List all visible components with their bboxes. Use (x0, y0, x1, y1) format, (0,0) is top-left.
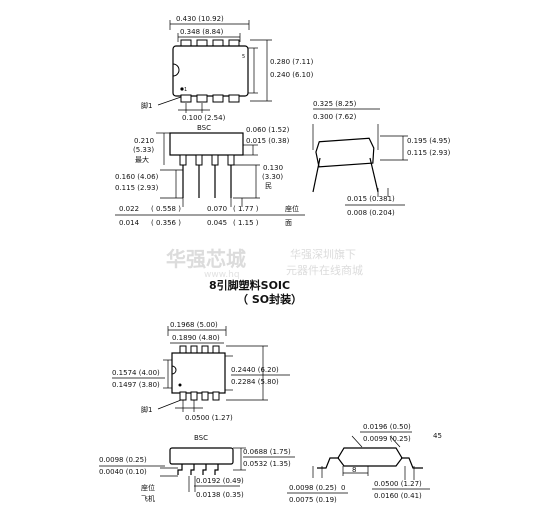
soic-end-b1: 0.0098 (0.25) (289, 484, 337, 492)
soic-end-b1-suffix: 0 (341, 484, 345, 492)
package-subtitle: （ SO封装） (237, 292, 302, 306)
dip-bottom-b3: 0.045 (207, 219, 227, 227)
dip-bottom-b5: 面 (285, 219, 292, 227)
dip-side-r1a: 0.060 (1.52) (246, 126, 290, 134)
dip-bottom-a3: 0.070 (207, 205, 227, 213)
dip-side-r1b: 0.015 (0.38) (246, 137, 290, 145)
dip-end-w2: 0.300 (7.62) (313, 113, 357, 121)
dip-side-r2c: 民 (265, 182, 272, 190)
soic-end-t2: 0.0099 (0.25) (363, 435, 411, 443)
dip-bottom-a2: ( 0.558 ) (151, 205, 181, 213)
soic-left-l1: 0.1574 (4.00) (112, 369, 160, 377)
soic-side-r1: 0.0688 (1.75) (243, 448, 291, 456)
dip-side-r2a: 0.130 (263, 164, 283, 172)
dip-side-r2b: (3.30) (262, 173, 283, 181)
soic-end-view: 0.0196 (0.50) 0.0099 (0.25) 45 8 0.0098 … (287, 423, 442, 504)
svg-text:5: 5 (242, 54, 245, 60)
dip-top-width-inner: 0.348 (8.84) (180, 28, 224, 36)
soic-end-angle: 45 (433, 432, 442, 440)
soic-top-w2: 0.1890 (4.80) (172, 334, 220, 342)
watermark-line2: 元器件在线商城 (286, 263, 363, 277)
soic-end-b2: 0.0075 (0.19) (289, 496, 337, 504)
dip-pitch-bsc: BSC (197, 124, 211, 132)
dip-pitch: 0.100 (2.54) (182, 114, 226, 122)
soic-end-b3: 0.0500 (1.27) (374, 480, 422, 488)
soic-pitch-bsc: BSC (194, 434, 208, 442)
dip-bottom-a5: 座位 (285, 204, 299, 213)
dip-end-b1: 0.015 (0.381) (347, 195, 395, 203)
svg-text:1: 1 (184, 87, 187, 93)
soic-pin1-label: 脚1 (141, 405, 152, 414)
watermark-brand: 华强芯城 (166, 247, 246, 271)
dip-side-h1a: 0.210 (134, 137, 154, 145)
soic-side-lbl1: 座位 (141, 483, 155, 492)
dip-bottom-a1: 0.022 (119, 205, 139, 213)
dip-bottom-b2: ( 0.356 ) (151, 219, 181, 227)
dip-end-b2: 0.008 (0.204) (347, 209, 395, 217)
dip-side-h2a: 0.160 (4.06) (115, 173, 159, 181)
dip-end-r2: 0.115 (2.93) (407, 149, 451, 157)
watermark: 华强芯城 华强深圳旗下 元器件在线商城 www.hq (166, 247, 363, 280)
dip-top-view: 0.430 (10.92) 0.348 (8.84) 1 5 0.280 (7.… (141, 15, 314, 132)
dip-bottom-a4: ( 1.77 ) (233, 205, 259, 213)
soic-end-t1: 0.0196 (0.50) (363, 423, 411, 431)
dip-side-h1b: (5.33) (133, 146, 154, 154)
dip-end-w1: 0.325 (8.25) (313, 100, 357, 108)
package-title: 8引脚塑料SOIC (209, 278, 290, 292)
watermark-url: www.hq (204, 270, 240, 280)
dip-pin1-label: 脚1 (141, 101, 152, 110)
soic-end-num: 8 (352, 466, 356, 474)
watermark-line1: 华强深圳旗下 (290, 247, 356, 261)
soic-side-view: 0.0098 (0.25) 0.0040 (0.10) 0.0688 (1.75… (99, 447, 295, 503)
dip-height-outer: 0.280 (7.11) (270, 58, 314, 66)
dip-end-r1: 0.195 (4.95) (407, 137, 451, 145)
dip-top-width-outer: 0.430 (10.92) (176, 15, 224, 23)
soic-top-view: 0.1968 (5.00) 0.1890 (4.80) 0.1574 (4.00… (112, 321, 290, 442)
dip-height-inner: 0.240 (6.10) (270, 71, 314, 79)
soic-left-l2: 0.1497 (3.80) (112, 381, 160, 389)
soic-side-b2: 0.0138 (0.35) (196, 491, 244, 499)
dip-side-view: 0.210 (5.33) 最大 0.160 (4.06) 0.115 (2.93… (115, 126, 305, 227)
soic-side-lbl2: 飞机 (141, 494, 155, 503)
soic-right-r2: 0.2284 (5.80) (231, 378, 279, 386)
soic-side-b1: 0.0192 (0.49) (196, 477, 244, 485)
soic-right-r1: 0.2440 (6.20) (231, 366, 279, 374)
soic-side-l1: 0.0098 (0.25) (99, 456, 147, 464)
soic-side-r2: 0.0532 (1.35) (243, 460, 291, 468)
soic-side-l2: 0.0040 (0.10) (99, 468, 147, 476)
dip-side-h2b: 0.115 (2.93) (115, 184, 159, 192)
soic-pitch: 0.0500 (1.27) (185, 414, 233, 422)
soic-top-w1: 0.1968 (5.00) (170, 321, 218, 329)
dip-end-view: 0.325 (8.25) 0.300 (7.62) 0.195 (4.95) 0… (312, 100, 451, 217)
soic-end-b4: 0.0160 (0.41) (374, 492, 422, 500)
dip-bottom-b1: 0.014 (119, 219, 140, 227)
dip-bottom-b4: ( 1.15 ) (233, 219, 259, 227)
dip-side-h1c: 最大 (135, 155, 149, 164)
